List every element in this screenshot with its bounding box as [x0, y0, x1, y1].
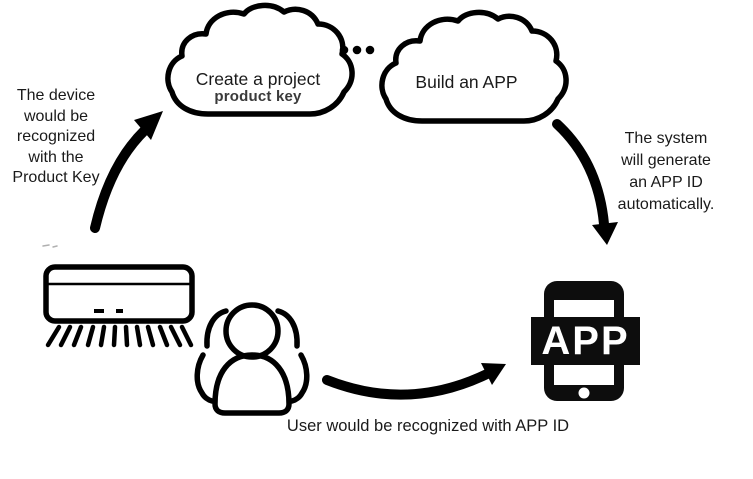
smudge-mark — [42, 244, 58, 248]
cloud-left-subtitle: product key — [214, 88, 302, 105]
cloud-right-shape — [379, 9, 569, 124]
air-conditioner-icon — [43, 264, 195, 348]
note-device-product-key: The device would be recognized with the … — [12, 87, 100, 186]
arrow-user-to-app — [322, 363, 506, 400]
ellipsis-icon — [339, 45, 375, 55]
airflow-lines — [45, 324, 194, 348]
arrow-device-to-cloud — [90, 111, 163, 233]
note-system-app-id: The system will generate an APP ID autom… — [617, 130, 715, 213]
cloud-left-title: Create a project — [195, 69, 321, 89]
users-icon — [194, 302, 310, 416]
arrow-cloud-to-app — [552, 119, 618, 245]
cloud-right-title: Build an APP — [415, 72, 518, 92]
caption-user-app-id: User would be recognized with APP ID — [286, 417, 570, 435]
app-band-label: APP — [531, 317, 640, 365]
cloud-left-shape — [165, 2, 355, 117]
